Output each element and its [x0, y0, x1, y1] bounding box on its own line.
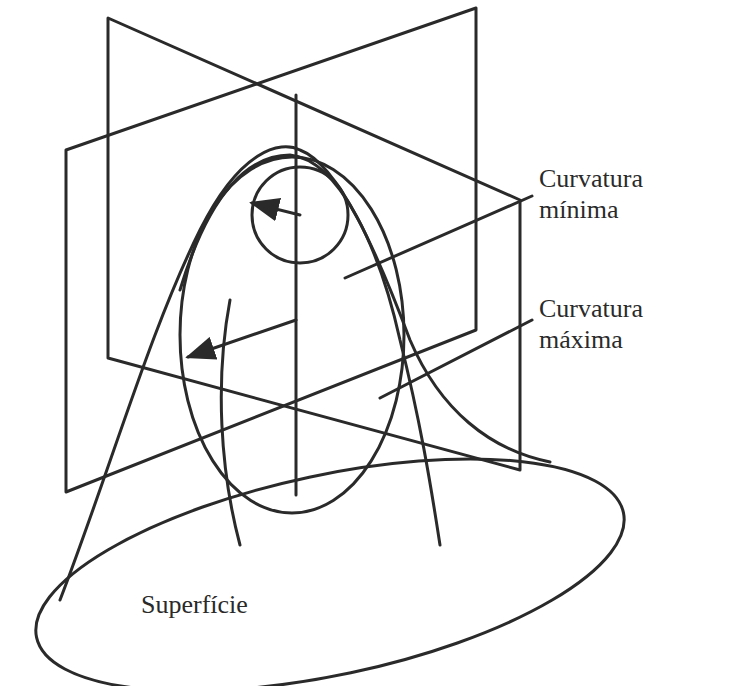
surface-profile [60, 147, 550, 600]
radius-arrow [252, 203, 300, 215]
curvature-circle [252, 167, 348, 263]
plane [66, 8, 476, 492]
leader-line [345, 196, 532, 278]
callout-label: Superfície [138, 588, 251, 621]
leader-line [380, 320, 532, 398]
plane [108, 18, 520, 470]
surface-profile [180, 155, 440, 545]
surface-profile [221, 300, 240, 545]
callout-label: Curvatura mínima [536, 162, 702, 226]
surface-base [16, 415, 644, 686]
cross-section [180, 157, 404, 513]
callout-label: Curvatura máxima [536, 292, 702, 356]
radius-arrow [188, 320, 296, 357]
